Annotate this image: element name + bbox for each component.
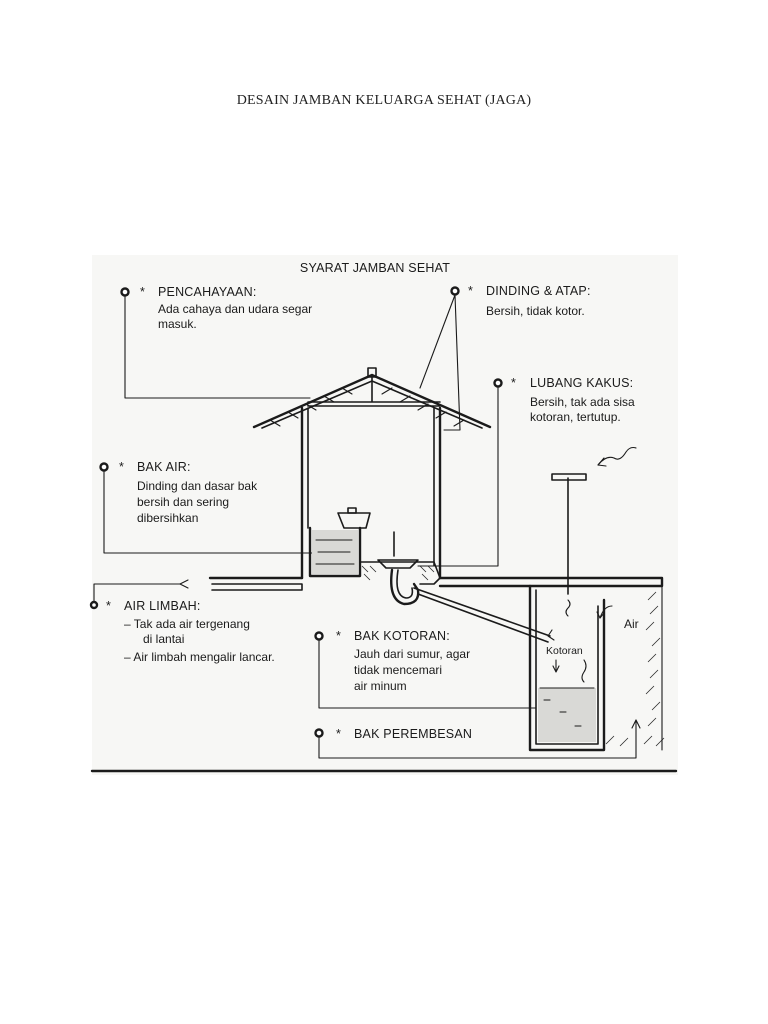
pencahayaan-line-1: Ada cahaya dan udara segar	[158, 302, 312, 316]
callout-bak-kotoran: * BAK KOTORAN: Jauh dari sumur, agar tid…	[314, 629, 537, 709]
bak-kotoran-line-2: tidak mencemari	[354, 663, 442, 677]
sewage-pipe	[413, 587, 551, 643]
gas-squiggle-icon	[565, 599, 571, 617]
bullet-dot-icon	[314, 631, 324, 641]
arrow-head-icon	[547, 629, 555, 641]
gooseneck-inner	[396, 569, 414, 599]
bullet-dot-icon	[493, 378, 503, 388]
leader-line	[443, 294, 461, 431]
air-label: Air	[624, 617, 639, 631]
asterisk: *	[106, 599, 111, 613]
down-arrow-icon	[552, 659, 560, 673]
vent-cap	[551, 473, 587, 481]
dinding-atap-title: DINDING & ATAP:	[486, 284, 591, 298]
pencahayaan-line-2: masuk.	[158, 317, 197, 331]
pencahayaan-title: PENCAHAYAAN:	[158, 285, 257, 299]
floor-slab	[208, 561, 664, 591]
asterisk: *	[511, 376, 516, 390]
leader-line	[419, 294, 456, 389]
dipper-handle	[347, 507, 357, 514]
lubang-kakus-line-2: kotoran, tertutup.	[530, 410, 621, 424]
dinding-atap-line-1: Bersih, tidak kotor.	[486, 304, 585, 318]
roof-outer	[252, 373, 492, 429]
dipper-icon	[337, 512, 371, 529]
walls	[300, 406, 442, 580]
leader-line	[124, 295, 311, 399]
diagram-heading: SYARAT JAMBAN SEHAT	[300, 261, 450, 275]
drain-channel	[211, 583, 303, 591]
callout-dinding-atap: * DINDING & ATAP: Bersih, tidak kotor.	[419, 284, 591, 431]
leader-line	[318, 639, 537, 709]
callout-pencahayaan: * PENCAHAYAAN: Ada cahaya dan udara sega…	[120, 285, 312, 399]
tank-liquid	[538, 688, 596, 742]
liquid-specks	[543, 699, 582, 727]
water-tub	[308, 507, 371, 578]
callout-air-limbah: * AIR LIMBAH: – Tak ada air tergenang di…	[89, 579, 275, 664]
asterisk: *	[336, 727, 341, 741]
leader-line	[318, 719, 637, 759]
leader-line	[417, 386, 499, 567]
bak-perembesan-title: BAK PEREMBESAN	[354, 727, 472, 741]
soil-hatch	[605, 591, 665, 747]
air-limbah-line-2: di lantai	[143, 632, 184, 646]
bak-kotoran-line-3: air minum	[354, 679, 407, 693]
septic-tank: Kotoran Air	[528, 473, 639, 752]
toilet	[377, 531, 555, 643]
water-ripples	[315, 539, 355, 565]
bullet-dot-icon	[450, 286, 460, 296]
soil	[605, 585, 665, 751]
bak-air-line-3: dibersihkan	[137, 511, 198, 525]
leader-line	[93, 583, 181, 602]
arrow-head-icon	[631, 719, 641, 729]
arrow-head-icon	[596, 611, 605, 619]
bak-air-line-1: Dinding dan dasar bak	[137, 479, 258, 493]
floor-line	[208, 576, 664, 588]
callout-lubang-kakus: * LUBANG KAKUS: Bersih, tak ada sisa kot…	[417, 376, 637, 567]
curved-arrow-icon	[599, 605, 613, 619]
concrete-hatch	[361, 565, 435, 581]
leader-line	[103, 470, 331, 554]
air-limbah-line-3: – Air limbah mengalir lancar.	[124, 650, 275, 664]
bullet-dot-icon	[314, 728, 324, 738]
bak-kotoran-line-1: Jauh dari sumur, agar	[354, 647, 470, 661]
arrow-head-icon	[179, 579, 189, 589]
callout-bak-perembesan: * BAK PEREMBESAN	[314, 719, 641, 759]
asterisk: *	[119, 460, 124, 474]
bak-air-title: BAK AIR:	[137, 460, 191, 474]
tank-walls	[528, 584, 606, 752]
bak-kotoran-title: BAK KOTORAN:	[354, 629, 450, 643]
bak-air-line-2: bersih dan sering	[137, 495, 229, 509]
asterisk: *	[336, 629, 341, 643]
bullet-dot-icon	[89, 600, 99, 610]
air-limbah-line-1: – Tak ada air tergenang	[124, 617, 250, 631]
toilet-bowl	[377, 559, 419, 569]
lubang-kakus-line-1: Bersih, tak ada sisa	[530, 395, 635, 409]
floor-slab-edge	[359, 561, 441, 585]
air-limbah-title: AIR LIMBAH:	[124, 599, 201, 613]
tub-walls	[308, 526, 362, 578]
asterisk: *	[140, 285, 145, 299]
arrow-head-icon	[597, 457, 607, 467]
squiggle-arrow-icon	[597, 446, 637, 466]
lubang-kakus-title: LUBANG KAKUS:	[530, 376, 633, 390]
bullet-dot-icon	[120, 287, 130, 297]
roof-truss	[307, 376, 441, 407]
tank-inner	[535, 589, 599, 745]
page-title: DESAIN JAMBAN KELUARGA SEHAT (JAGA)	[236, 93, 532, 108]
squiggle-icon	[581, 659, 587, 683]
callout-bak-air: * BAK AIR: Dinding dan dasar bak bersih …	[99, 460, 331, 554]
bullet-dot-icon	[99, 462, 109, 472]
asterisk: *	[468, 284, 473, 298]
kotoran-label: Kotoran	[546, 645, 583, 657]
